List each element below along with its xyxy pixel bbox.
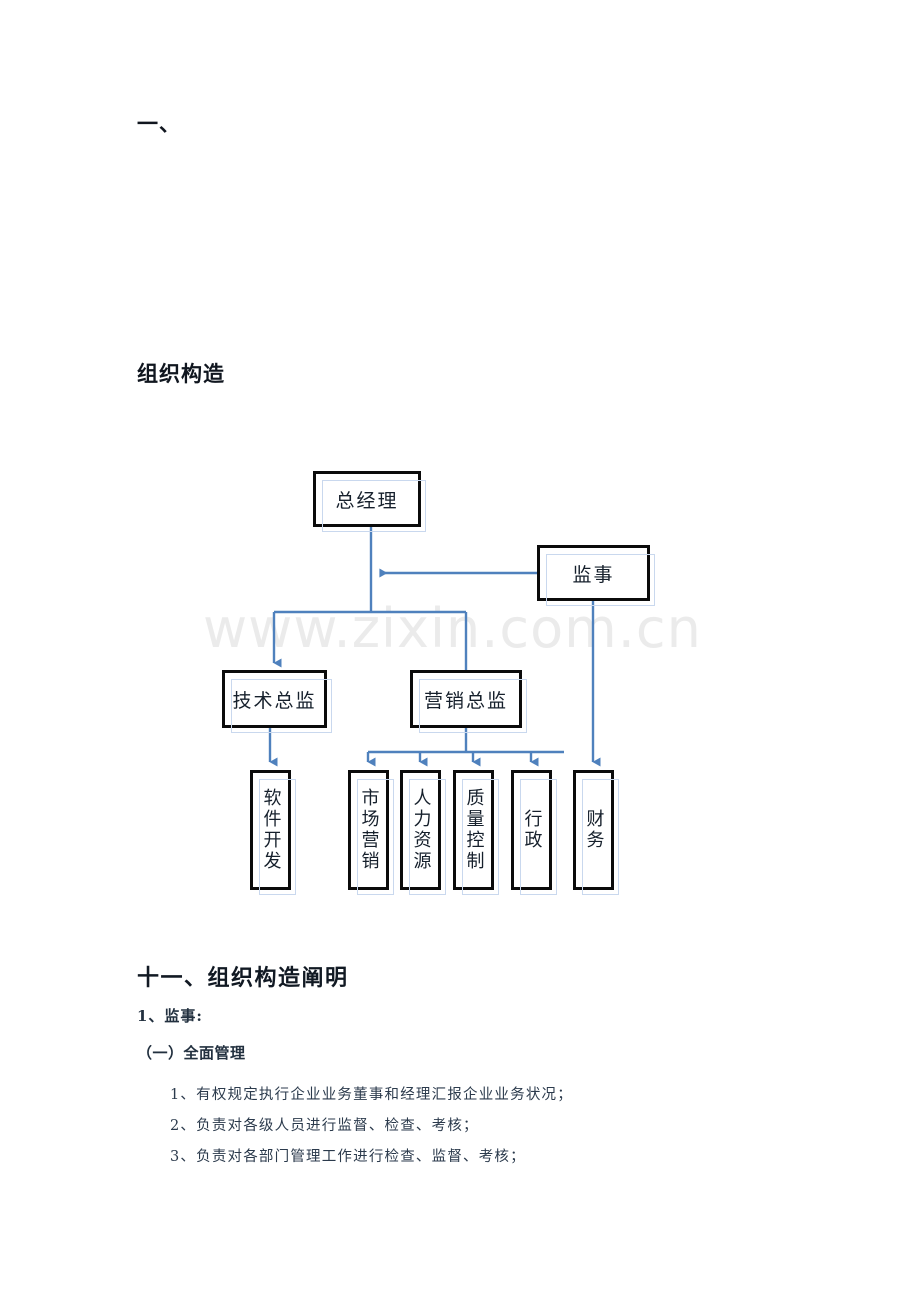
org-node-label: 营销总监 (423, 689, 508, 712)
section-title: 组织构造 (137, 362, 225, 386)
heading-mark: 一、 (137, 112, 181, 136)
org-node-technical-director[interactable]: 技术总监 (222, 670, 332, 733)
org-node-label: 市场营销 (358, 788, 380, 872)
list-item: 3、负责对各部门管理工作进行检查、监督、考核； (170, 1149, 526, 1165)
list-item: 2、负责对各级人员进行监督、检查、考核； (170, 1118, 479, 1134)
list-item: 1、有权规定执行企业业务董事和经理汇报企业业务状况； (170, 1087, 573, 1103)
org-node-marketing-director[interactable]: 营销总监 (410, 670, 527, 733)
org-node-marketing[interactable]: 市场营销 (348, 770, 394, 895)
sub-section-title-2: （一）全面管理 (137, 1044, 246, 1062)
org-node-general-manager[interactable]: 总经理 (313, 471, 426, 532)
org-node-supervisor[interactable]: 监事 (537, 545, 655, 606)
org-node-label: 总经理 (335, 489, 399, 512)
org-node-human-resources[interactable]: 人力资源 (400, 770, 446, 895)
watermark-text: www.zixin.com.cn (203, 597, 702, 660)
org-node-administration[interactable]: 行政 (511, 770, 557, 895)
org-node-label: 人力资源 (410, 788, 432, 872)
org-node-label: 软件开发 (260, 788, 282, 872)
responsibility-list: 1、有权规定执行企业业务董事和经理汇报企业业务状况； 2、负责对各级人员进行监督… (170, 1080, 870, 1173)
org-node-label: 监事 (572, 563, 615, 586)
org-node-label: 财务 (583, 809, 605, 851)
sub-section-title: 1、监事: (137, 1007, 203, 1025)
org-node-label: 技术总监 (232, 689, 317, 712)
org-node-quality-control[interactable]: 质量控制 (453, 770, 499, 895)
org-node-label: 行政 (521, 809, 543, 851)
org-node-finance[interactable]: 财务 (573, 770, 619, 895)
org-node-software-development[interactable]: 软件开发 (250, 770, 296, 895)
org-node-label: 质量控制 (463, 788, 485, 872)
chapter-title: 十一、组织构造阐明 (137, 966, 349, 991)
